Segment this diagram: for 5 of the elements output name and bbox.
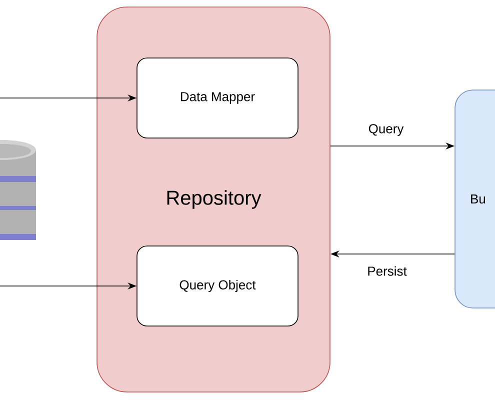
process-box: Query Object	[136, 246, 298, 326]
process-box: Data Mapper	[136, 58, 298, 138]
process-box: Bu	[454, 90, 495, 308]
edge-label: Persist	[366, 265, 408, 277]
edge-label: Query	[367, 123, 405, 137]
